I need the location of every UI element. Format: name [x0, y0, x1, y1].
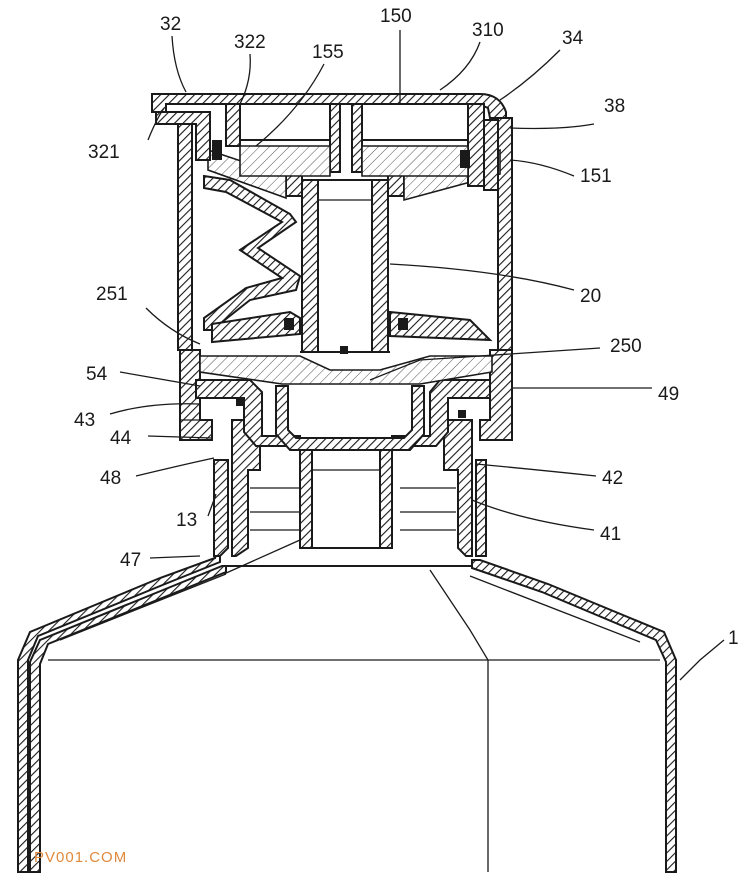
label-322: 322	[234, 32, 266, 53]
reference-labels: 32 322 155 150 310 34 38 321 151 20 251 …	[74, 6, 739, 649]
label-47: 47	[120, 550, 141, 571]
label-13: 13	[176, 510, 197, 531]
label-310: 310	[472, 20, 504, 41]
label-250: 250	[610, 336, 642, 357]
label-251: 251	[96, 284, 128, 305]
leader-lines	[109, 30, 725, 681]
label-151: 151	[580, 166, 612, 187]
label-41: 41	[600, 524, 621, 545]
label-155: 155	[312, 42, 344, 63]
watermark-text: PV001.COM	[34, 849, 127, 866]
label-43: 43	[74, 410, 95, 431]
label-34: 34	[562, 28, 584, 49]
label-1: 1	[728, 628, 739, 649]
neck-closure	[213, 398, 487, 557]
label-20: 20	[580, 286, 601, 307]
label-42: 42	[602, 468, 623, 489]
actuator-head	[151, 93, 507, 191]
pump-chamber	[177, 117, 513, 354]
bottle-body	[17, 539, 677, 873]
collar	[179, 349, 513, 451]
label-321: 321	[88, 142, 120, 163]
label-49: 49	[658, 384, 679, 405]
label-48: 48	[100, 468, 121, 489]
label-32: 32	[160, 14, 181, 35]
label-54: 54	[86, 364, 108, 385]
label-38: 38	[604, 96, 625, 117]
label-150: 150	[380, 6, 412, 27]
label-44: 44	[110, 428, 132, 449]
